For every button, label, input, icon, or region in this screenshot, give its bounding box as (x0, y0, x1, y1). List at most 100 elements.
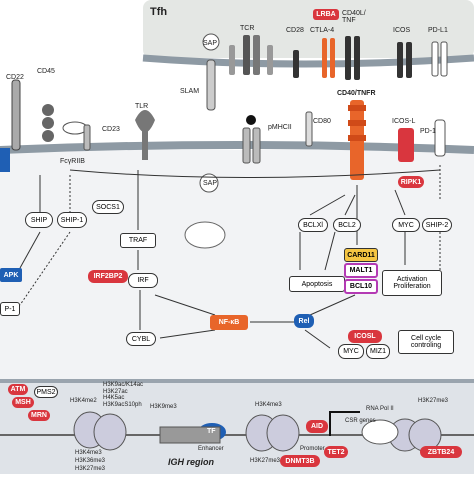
tcr-chain-a (243, 35, 250, 75)
tlr-receptor (135, 110, 155, 133)
cytoplasm-area (0, 150, 474, 380)
p1-box: P-1 (0, 302, 20, 316)
h3k36me3-label: H3K36me3 (75, 458, 106, 464)
peptide (246, 115, 256, 125)
apoptosis-box: Apoptosis (289, 276, 345, 292)
switch-segment (159, 426, 221, 444)
bcl2-box: BCL2 (333, 218, 361, 232)
nucleosome-4 (266, 414, 300, 452)
lrba-badge: LRBA (313, 9, 339, 20)
apk-badge: APK (0, 268, 22, 282)
malt1-box: MALT1 (344, 263, 378, 278)
cd40tnfr-label: CD40/TNFR (337, 90, 376, 97)
h3k4me3-label-b: H3K4me3 (255, 402, 282, 408)
h3k4me3-label-a: H3K4me3 (75, 450, 102, 456)
csr-label: CSR genes (345, 418, 376, 424)
arrow-rel-myc (304, 329, 331, 349)
cd22-receptor (11, 79, 21, 151)
slam-label: SLAM (180, 88, 200, 95)
nucleosome-2 (93, 413, 127, 451)
icosl-badge: ICOSL (348, 330, 382, 343)
cybl-box: CYBL (126, 332, 156, 346)
cd80-label: CD80 (313, 118, 331, 125)
ctla4-label: CTLA-4 (310, 27, 335, 34)
cd80-receptor (305, 111, 313, 147)
tcr-label: TCR (240, 25, 255, 32)
tfh-title: Tfh (150, 6, 168, 18)
sap-label-bottom: SAP (203, 180, 218, 187)
pd1-label: PD-1 (420, 128, 436, 135)
h3k27me3-label-b: H3K27me3 (250, 458, 281, 464)
irf2bp2-badge: IRF2BP2 (88, 270, 128, 283)
mhc-chain-a (242, 127, 251, 164)
tf-label: TF (207, 428, 216, 435)
mhc-chain-b (252, 127, 261, 164)
atm-badge: ATM (8, 384, 28, 395)
rel-badge: Rel (294, 314, 314, 328)
tfh-membrane (142, 54, 474, 68)
ship-box: SHIP (25, 212, 53, 228)
arrow-myc (394, 189, 406, 216)
tfh-cell (143, 0, 474, 58)
h3k9me3-label: H3K9me3 (150, 404, 177, 410)
cd40l-label: CD40L/ TNF (342, 10, 366, 24)
tcr-chain-b (253, 35, 260, 75)
sap-label-top: SAP (203, 40, 218, 47)
ripk1-badge: RIPK1 (398, 176, 424, 188)
arrow-nfkb-cybl (159, 329, 216, 339)
arrow-apoptosis-2 (324, 231, 336, 271)
pmhcii-label: pMHCII (268, 124, 292, 131)
rnapol-label: RNA Pol II (366, 406, 394, 412)
cd22-label: CD22 (6, 74, 24, 81)
miz1-box: MIZ1 (366, 344, 390, 359)
fcyriib-label: FcγRIIB (60, 158, 85, 165)
cd40l-a (345, 36, 351, 80)
pms2-box: PMS2 (34, 386, 58, 398)
arrow-card11-rel (309, 294, 356, 316)
cd40-band-3 (348, 135, 366, 141)
arrow-bclxl (309, 194, 346, 216)
arrow-arc (69, 169, 441, 178)
cd3-right (267, 45, 273, 75)
cd28-label: CD28 (286, 27, 304, 34)
irf-box: IRF (128, 273, 158, 288)
sap-circle-bottom (199, 173, 219, 193)
traf-box: TRAF (120, 233, 156, 248)
cellcycle-box: Cell cycle controling (398, 330, 454, 354)
fcyriib-receptor (62, 121, 88, 135)
pdl1-b (440, 41, 448, 77)
icos-a (397, 42, 403, 78)
myc-box: MYC (392, 218, 420, 232)
cd23-receptor (83, 124, 91, 151)
signal-arrows (19, 165, 441, 349)
ctla4-receptor-b (330, 38, 335, 78)
igh-label: IGH region (168, 457, 215, 467)
cd40-band-1 (348, 105, 366, 111)
blue-bar-left (0, 148, 10, 172)
pdl1-a (431, 41, 439, 77)
cd40l-b (354, 36, 360, 80)
h3k4me2-label: H3K4me2 (70, 398, 97, 404)
mrn-badge: MRN (28, 410, 50, 421)
slam-receptor (206, 59, 216, 111)
arrow-p1 (19, 231, 71, 306)
socs1-box: SOCS1 (92, 200, 124, 214)
promoter-arrow (329, 411, 360, 436)
pdl1-label: PD-L1 (428, 27, 448, 34)
zbtb24-badge: ZBTB24 (420, 446, 462, 458)
dnmt3b-badge: DNMT3B (280, 455, 320, 467)
cd45-domain-3 (42, 130, 54, 142)
ship1-box: SHIP-1 (57, 212, 87, 228)
rnapol-blob (361, 419, 399, 445)
icos-label: ICOS (393, 27, 411, 34)
tlr-stem (142, 130, 148, 160)
cd40-band-2 (348, 120, 366, 126)
h3k27me3-label: H3K27me3 (75, 466, 106, 472)
cd23-label: CD23 (102, 126, 120, 133)
msh-badge: MSH (12, 397, 34, 408)
icosl-receptor (398, 128, 414, 162)
tlr-label: TLR (135, 103, 149, 110)
sap-circle-top (202, 33, 220, 51)
icos-b (406, 42, 412, 78)
